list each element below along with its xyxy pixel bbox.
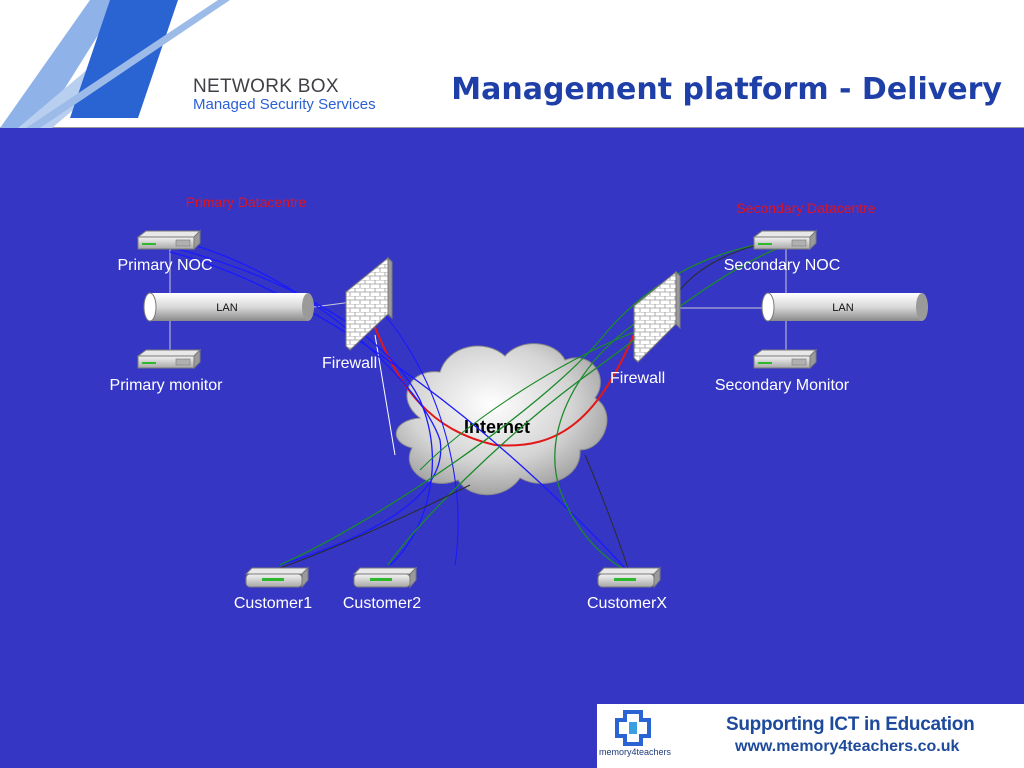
customer2-device-icon <box>352 566 418 589</box>
customerx-label: CustomerX <box>587 595 667 612</box>
footer-tagline: Supporting ICT in Education <box>726 714 975 735</box>
secondary-datacentre-label: Secondary Datacentre <box>736 200 876 216</box>
brand-name: NETWORK BOX <box>193 76 339 97</box>
secondary-noc-label: Secondary NOC <box>724 257 841 274</box>
primary-lan-icon <box>143 292 314 322</box>
secondary-lan-label: LAN <box>832 302 853 314</box>
brand-tagline: Managed Security Services <box>193 96 376 113</box>
primary-noc-label: Primary NOC <box>117 257 212 274</box>
primary-monitor-label: Primary monitor <box>110 377 224 394</box>
primary-datacentre-label: Primary Datacentre <box>186 194 307 210</box>
primary-monitor-server-icon <box>136 348 202 370</box>
primary-firewall-icon <box>345 256 393 351</box>
primary-firewall-label: Firewall <box>322 355 377 372</box>
green-link-secondary-customer1 <box>279 239 787 566</box>
secondary-noc-server-icon <box>752 229 818 251</box>
slide-header: NETWORK BOX Managed Security Services Ma… <box>0 0 1024 128</box>
footer-url-link[interactable]: www.memory4teachers.co.uk <box>735 738 960 755</box>
memory4teachers-logo-icon <box>615 710 651 746</box>
internet-label: Internet <box>464 417 530 437</box>
blue-link-noc-customer2 <box>169 246 434 566</box>
red-internet-link <box>371 319 641 447</box>
customer2-label: Customer2 <box>343 595 421 612</box>
green-link-firewall <box>419 329 641 471</box>
blue-link-noc-customerx <box>169 251 626 569</box>
network-box-logo-icon <box>0 0 230 128</box>
customer1-device-icon <box>244 566 310 589</box>
footer-banner: memory4teachers Supporting ICT in Educat… <box>597 704 1024 768</box>
blue-link-noc-customer1 <box>174 239 442 566</box>
secondary-firewall-label: Firewall <box>610 370 665 387</box>
network-links <box>169 239 787 569</box>
green-link-secondary-customerx <box>554 319 641 569</box>
primary-noc-server-icon <box>136 229 202 251</box>
firewall-cloud-link <box>374 334 396 456</box>
secondary-firewall-icon <box>633 270 681 363</box>
secondary-lan-icon <box>761 292 928 322</box>
black-link-customer1 <box>279 484 471 569</box>
black-link-customerx <box>584 454 629 569</box>
secondary-monitor-label: Secondary Monitor <box>715 377 850 394</box>
customer1-label: Customer1 <box>234 595 312 612</box>
customerx-device-icon <box>596 566 662 589</box>
primary-lan-label: LAN <box>216 302 237 314</box>
slide-title: Management platform - Delivery <box>451 72 1002 107</box>
secondary-monitor-server-icon <box>752 348 818 370</box>
footer-logo-text: memory4teachers <box>599 747 672 757</box>
